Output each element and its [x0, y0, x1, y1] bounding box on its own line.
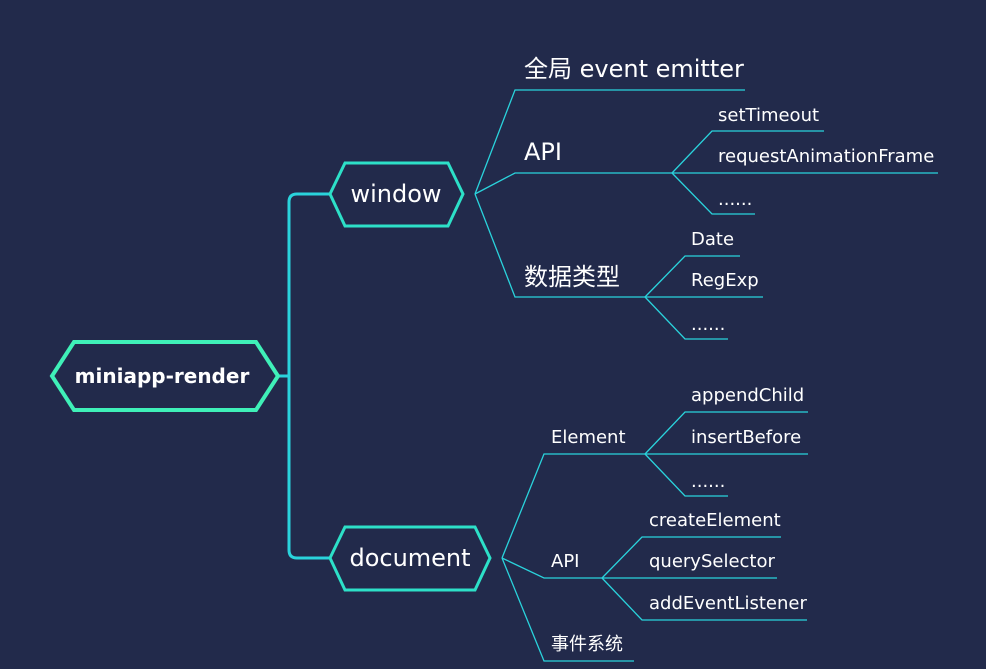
edge-root-document	[287, 376, 330, 560]
edge-window-event-emitter	[474, 89, 745, 195]
window-node-shape	[328, 161, 465, 228]
leaf-date[interactable]: Date	[691, 229, 734, 250]
edge-api-createelement	[601, 536, 781, 579]
data-types-label[interactable]: 数据类型	[524, 263, 620, 291]
window-node-label: window	[350, 180, 441, 208]
leaf-insertbefore[interactable]: insertBefore	[691, 427, 801, 448]
root-node-label: miniapp-render	[75, 364, 250, 388]
leaf-addeventlistener[interactable]: addEventListener	[649, 593, 807, 614]
edge-api-addeventlistener	[601, 577, 807, 621]
edge-api-more	[671, 172, 755, 215]
root-node-shape	[49, 340, 281, 412]
window-api-label[interactable]: API	[524, 138, 562, 166]
leaf-queryselector[interactable]: querySelector	[649, 551, 776, 572]
edge-window-types	[474, 193, 645, 298]
edge-types-more	[644, 296, 728, 340]
window-node[interactable]: window	[328, 161, 465, 228]
root-node[interactable]: miniapp-render	[49, 340, 281, 412]
document-api-label[interactable]: API	[551, 551, 579, 572]
element-label[interactable]: Element	[551, 427, 626, 448]
edge-document-element	[501, 453, 645, 559]
edge-window-api	[474, 172, 672, 195]
edge-element-appendchild	[644, 411, 808, 455]
leaf-regexp[interactable]: RegExp	[691, 270, 759, 291]
leaf-window-api-more[interactable]: ......	[718, 189, 752, 210]
document-node[interactable]: document	[328, 525, 492, 592]
edge-document-api	[501, 557, 602, 579]
leaf-appendchild[interactable]: appendChild	[691, 385, 804, 406]
leaf-element-more[interactable]: ......	[691, 471, 725, 492]
edge-types-date	[644, 255, 740, 298]
edge-document-events	[501, 557, 634, 662]
edge-root-window	[278, 192, 330, 378]
edge-element-more	[644, 453, 728, 497]
event-system-label[interactable]: 事件系统	[551, 634, 623, 655]
event-emitter-label[interactable]: 全局 event emitter	[524, 55, 744, 83]
leaf-settimeout[interactable]: setTimeout	[718, 105, 819, 126]
document-node-shape	[328, 525, 492, 592]
edge-api-settimeout	[671, 130, 824, 174]
leaf-types-more[interactable]: ......	[691, 314, 725, 335]
document-node-label: document	[349, 544, 470, 572]
leaf-createelement[interactable]: createElement	[649, 510, 781, 531]
leaf-requestanimationframe[interactable]: requestAnimationFrame	[718, 146, 934, 167]
